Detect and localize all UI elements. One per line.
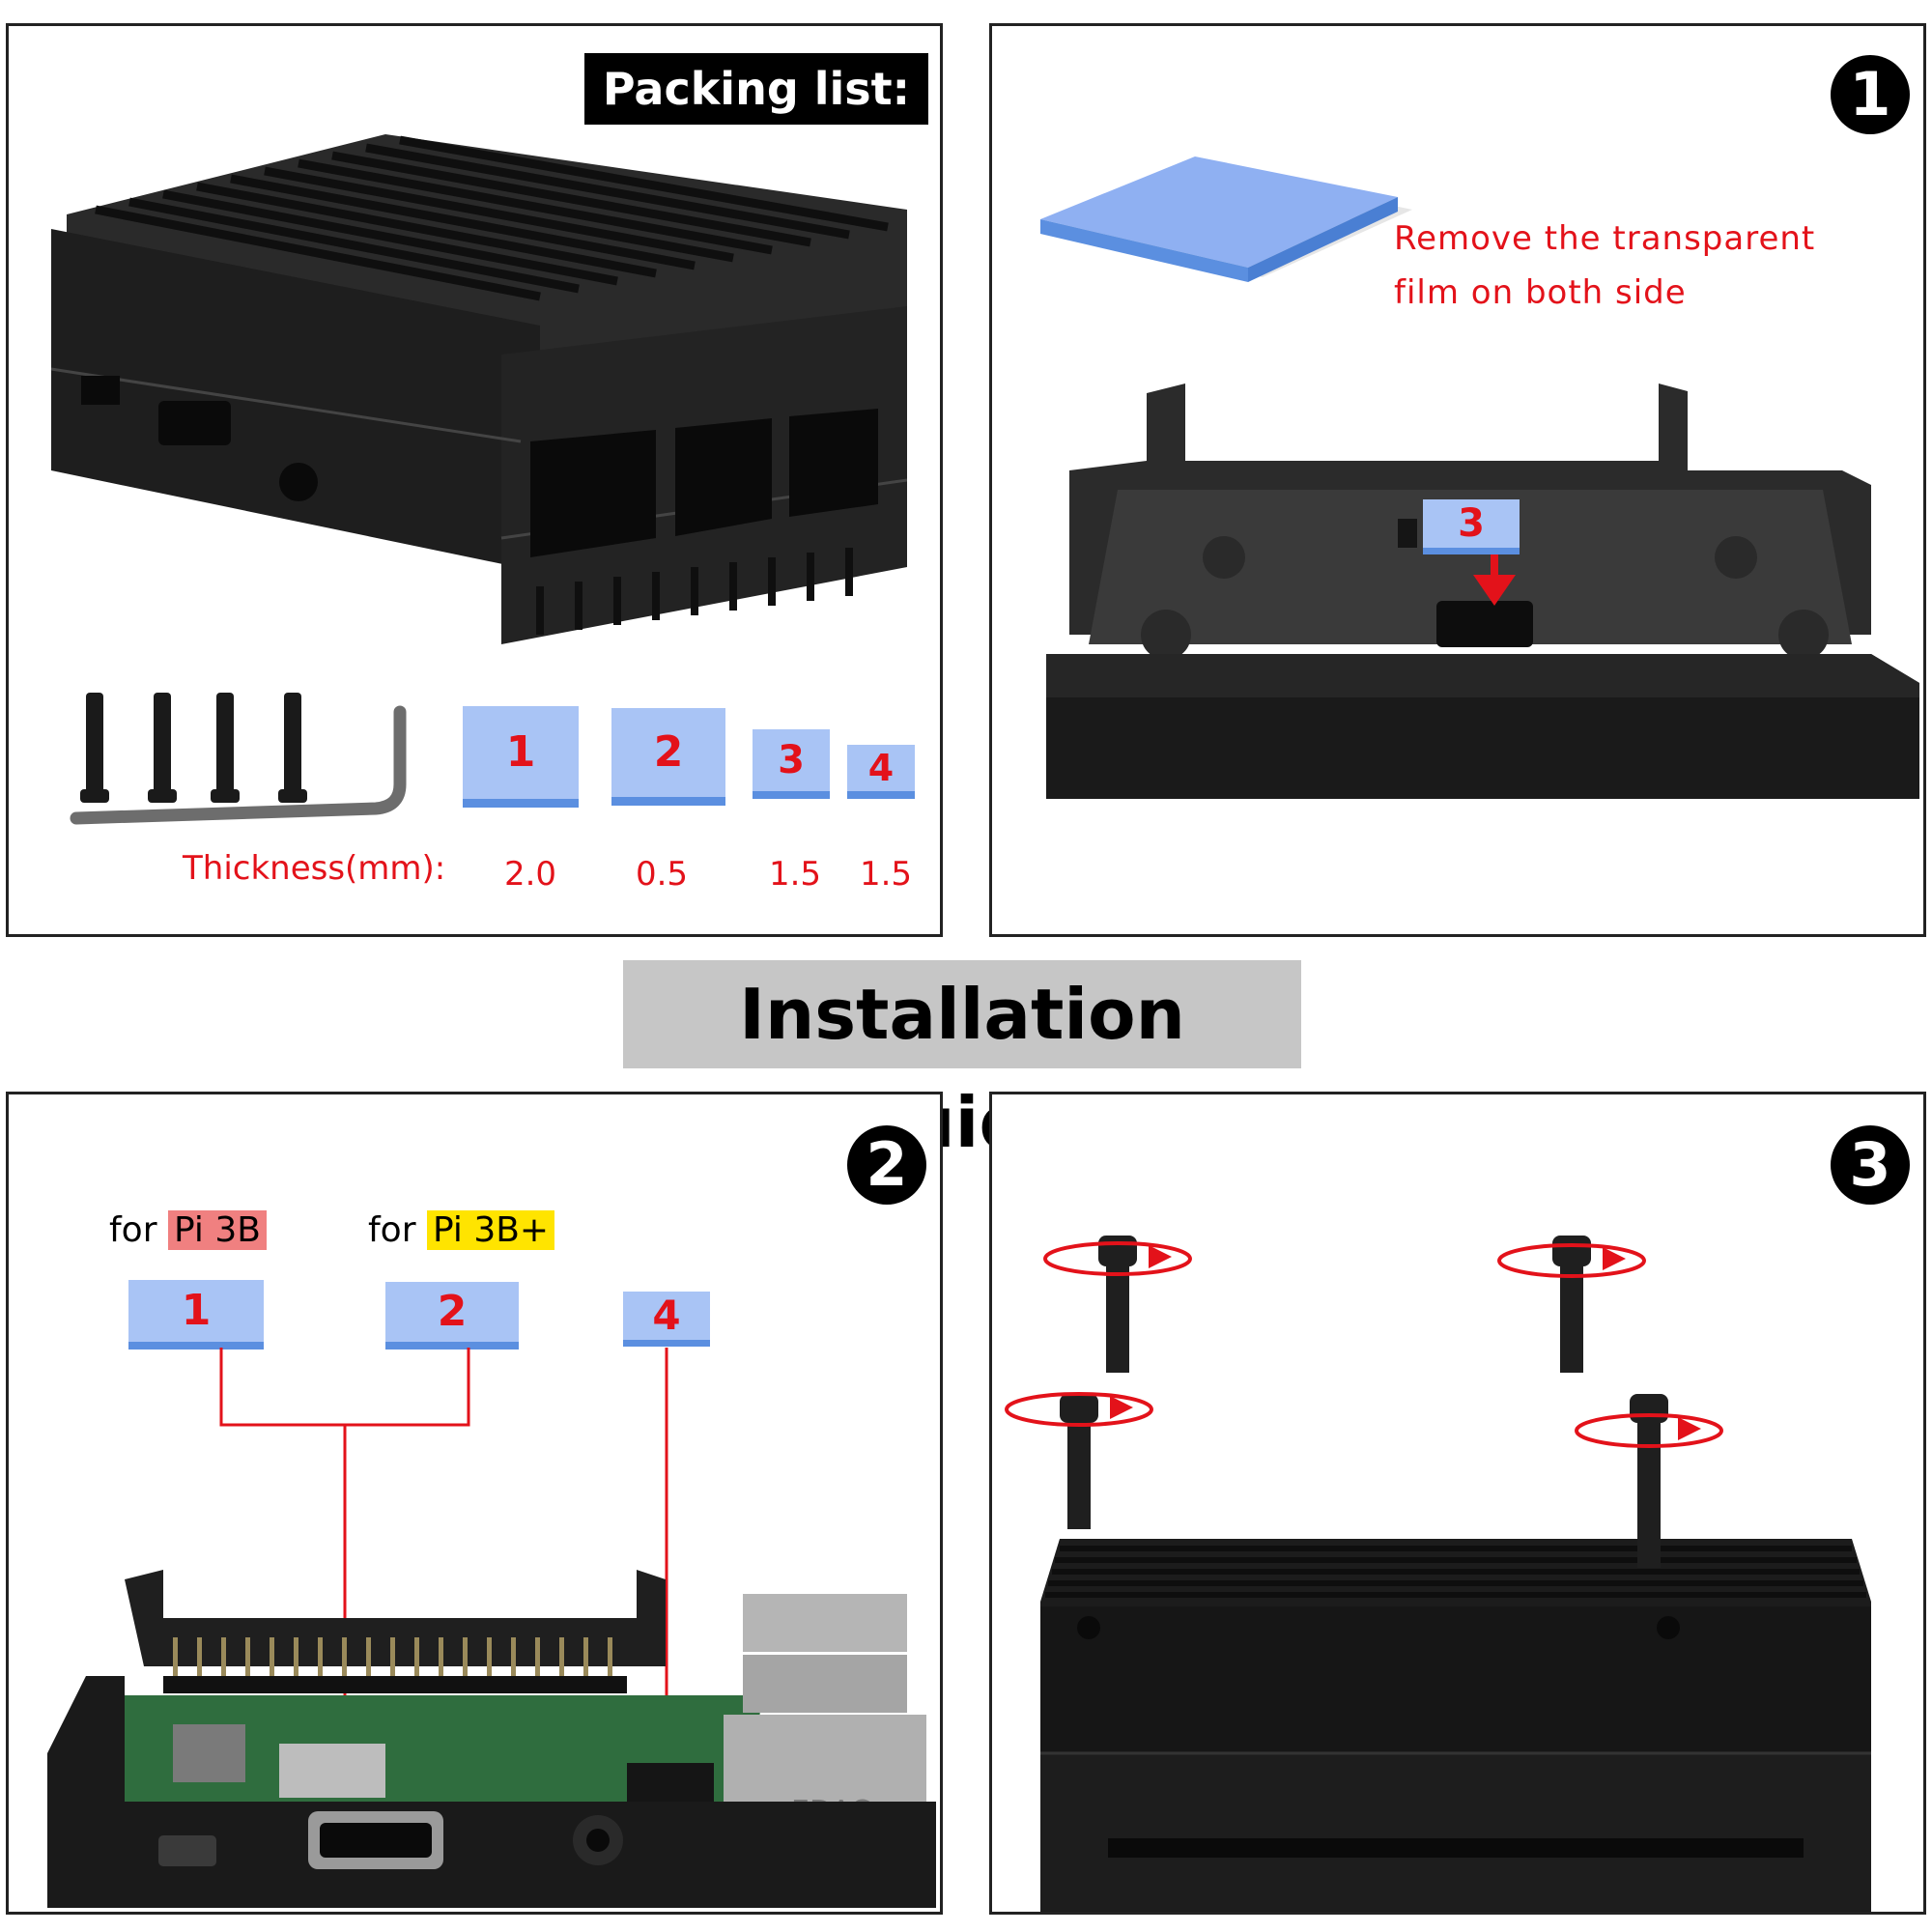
pi-board-in-case: EDAC <box>47 1348 936 1908</box>
pad-number: 4 <box>867 747 895 789</box>
step-1-badge: 1 <box>1831 55 1910 134</box>
pad-number: 3 <box>1458 501 1485 546</box>
for-pi-3b-label: for Pi 3B <box>109 1210 267 1250</box>
pad-number: 2 <box>437 1287 468 1336</box>
installation-guide-title: Installation Guide <box>623 960 1301 1163</box>
pad-number: 4 <box>652 1292 681 1339</box>
step-3-badge: 3 <box>1831 1125 1910 1205</box>
thickness-value-4: 1.5 <box>859 855 913 894</box>
packing-list-title: Packing list: <box>584 53 928 125</box>
step-3-panel: 3 <box>989 1092 1926 1915</box>
pi-3b-plus-tag: Pi 3B+ <box>426 1210 555 1250</box>
for-word: for <box>368 1210 416 1250</box>
thickness-value-2: 0.5 <box>635 855 689 894</box>
pad-number: 1 <box>505 727 536 777</box>
thickness-value-1: 2.0 <box>503 855 557 894</box>
thermal-pad-4: 4 <box>623 1292 710 1347</box>
thermal-pad-2: 2 <box>611 708 725 806</box>
case-bottom-illustration <box>1046 384 1919 799</box>
instruction-line-1: Remove the transparent <box>1394 219 1816 258</box>
pad-number: 2 <box>653 727 684 777</box>
pad-number: 3 <box>778 738 805 782</box>
thermal-pad-4: 4 <box>847 745 915 799</box>
thermal-pad-1: 1 <box>463 706 579 808</box>
pi-3b-tag: Pi 3B <box>167 1210 267 1250</box>
thermal-pad-2: 2 <box>385 1282 519 1350</box>
for-word: for <box>109 1210 157 1250</box>
case-illustration <box>50 134 907 644</box>
thickness-label: Thickness(mm): <box>183 849 446 888</box>
screws-and-hex-key <box>70 693 407 825</box>
thickness-value-3: 1.5 <box>768 855 822 894</box>
packing-list-panel: Packing list: <box>6 23 943 937</box>
step-2-badge: 2 <box>847 1125 926 1205</box>
thermal-pad-3: 3 <box>1423 499 1520 554</box>
for-pi-3b-plus-label: for Pi 3B+ <box>368 1210 555 1250</box>
pad-number: 1 <box>181 1286 212 1335</box>
step-2-panel: 2 for Pi 3B for Pi 3B+ 1 2 4 <box>6 1092 943 1915</box>
thermal-pad-1: 1 <box>128 1280 264 1350</box>
step-1-panel: 1 Remove the transparent film on both si… <box>989 23 1926 937</box>
instruction-line-2: film on both side <box>1394 273 1687 312</box>
thermal-pad-3: 3 <box>753 729 830 799</box>
thermal-pad-with-film <box>1040 156 1412 282</box>
case-assembly-illustration <box>1005 1236 1871 1912</box>
